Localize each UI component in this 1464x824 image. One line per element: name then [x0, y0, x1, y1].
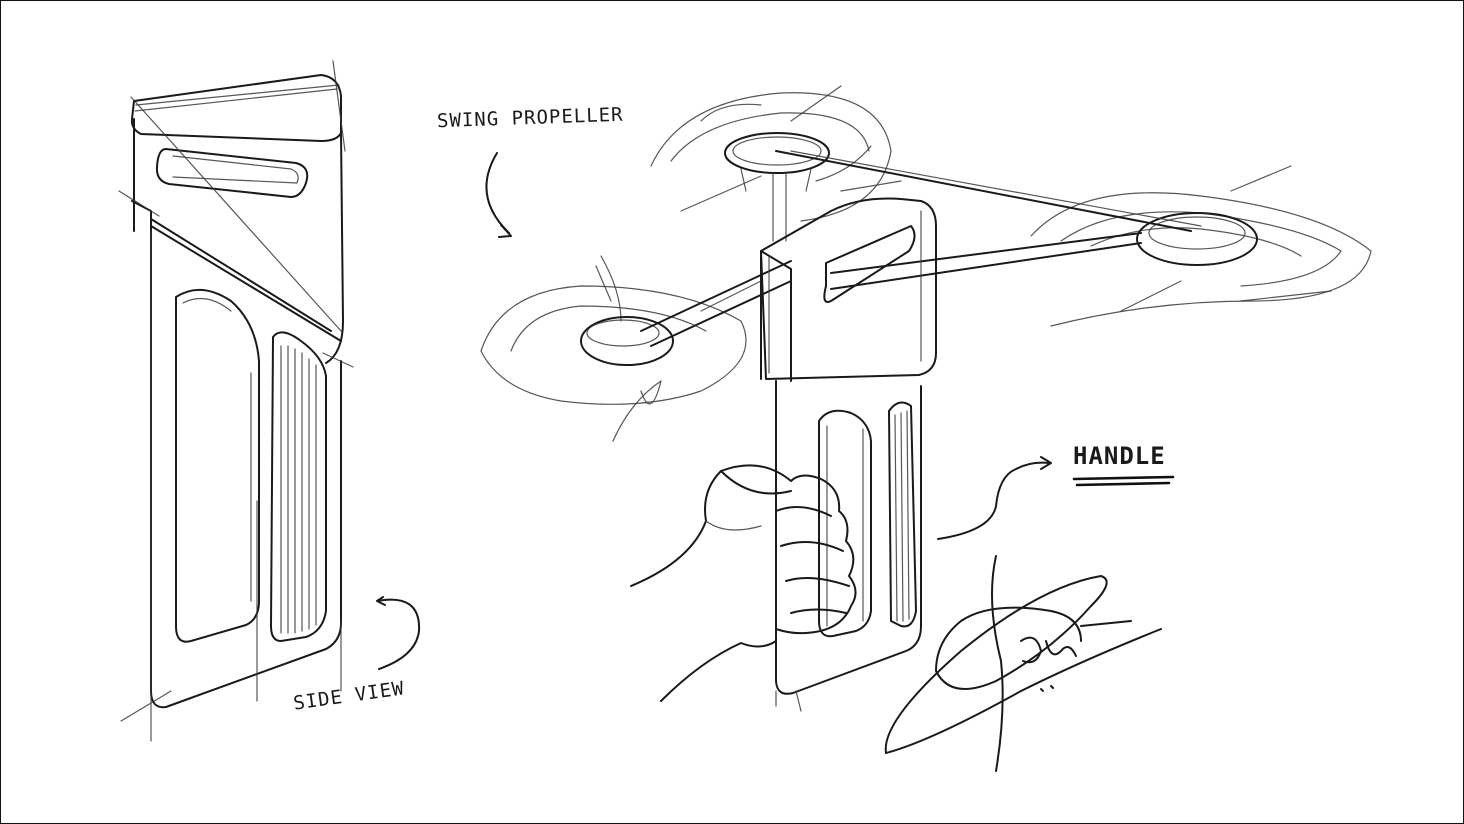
arrow-swing-propeller: [485, 152, 512, 238]
drone-sketch: [480, 85, 1372, 712]
side-view-sketch: [118, 60, 354, 742]
arrow-handle: [937, 456, 1052, 540]
callout-arrows: [376, 152, 1052, 670]
arrow-side-view: [376, 596, 421, 670]
handle-underline: [1072, 475, 1175, 487]
signature-mark: [884, 555, 1162, 772]
handle-label: HANDLE: [1073, 442, 1166, 470]
